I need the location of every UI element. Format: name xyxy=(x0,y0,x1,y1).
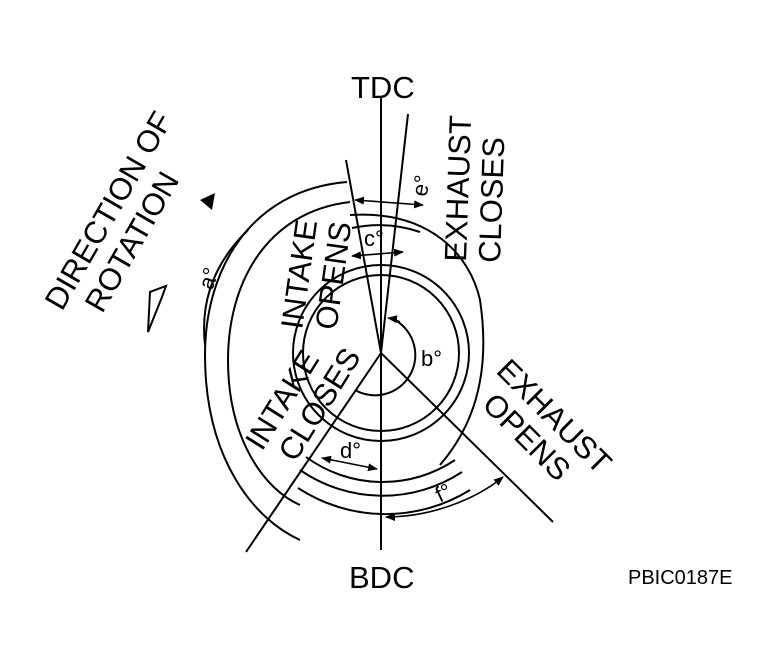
angle-b-arc xyxy=(354,319,417,397)
rotation-arrow-head xyxy=(200,193,215,210)
figure-code: PBIC0187E xyxy=(628,567,733,589)
angle-c-dimension xyxy=(351,248,404,260)
angle-b-arrow xyxy=(387,315,401,324)
angle-b-label: b° xyxy=(421,346,442,371)
tdc-label: TDC xyxy=(351,70,415,105)
angle-f-dimension xyxy=(385,476,504,521)
angle-f-label: f° xyxy=(431,478,455,507)
intake-duration-arc-inner xyxy=(226,201,351,506)
exhaust-duration-arc xyxy=(349,213,485,466)
bdc-label: BDC xyxy=(349,560,414,595)
exhaust-opens-line xyxy=(380,352,554,523)
overlap-arc xyxy=(351,224,421,233)
inner-ring-inner xyxy=(302,274,460,432)
svg-text:CLOSES: CLOSES xyxy=(472,137,511,264)
angle-d-dimension xyxy=(321,455,378,472)
exhaust-opens-label: EXHAUST OPENS xyxy=(476,352,618,487)
intake-duration-arc xyxy=(203,181,348,541)
angle-d-label: d° xyxy=(340,438,361,463)
angle-c-label: c° xyxy=(364,226,384,251)
rotation-arrow-arc xyxy=(203,229,249,346)
inner-ring-outer xyxy=(292,264,470,442)
svg-text:EXHAUST: EXHAUST xyxy=(438,115,478,263)
rotation-pointer xyxy=(147,284,168,333)
angle-e-label: e° xyxy=(407,173,435,198)
direction-of-rotation-label: DIRECTION OF ROTATION xyxy=(38,106,186,318)
intake-opens-label: INTAKE OPENS xyxy=(274,217,358,331)
exhaust-closes-line xyxy=(380,113,409,354)
angle-e-dimension xyxy=(354,196,424,209)
exhaust-closes-label: EXHAUST CLOSES xyxy=(438,115,511,264)
